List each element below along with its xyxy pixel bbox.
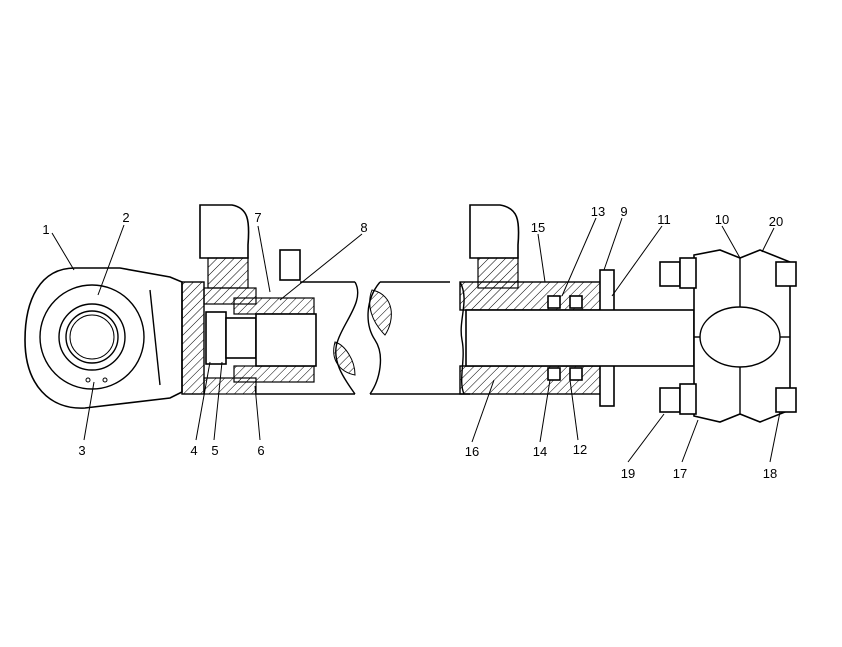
callout-20: 20 — [769, 214, 783, 229]
callout-4: 4 — [190, 443, 197, 458]
barrel-left — [256, 281, 359, 395]
callout-13: 13 — [591, 204, 605, 219]
rod-clamp — [659, 249, 797, 423]
cylinder-head — [181, 204, 317, 395]
callout-14: 14 — [533, 444, 547, 459]
callout-12: 12 — [573, 442, 587, 457]
leader-lines — [51, 217, 781, 463]
callout-17: 17 — [673, 466, 687, 481]
callout-19: 19 — [621, 466, 635, 481]
callout-3: 3 — [78, 443, 85, 458]
rod-eye — [24, 267, 183, 409]
callout-8: 8 — [360, 220, 367, 235]
callout-2: 2 — [122, 210, 129, 225]
piston-rod — [465, 309, 695, 367]
callout-5: 5 — [211, 443, 218, 458]
callout-11: 11 — [657, 212, 671, 227]
cylinder-gland — [459, 204, 615, 407]
callout-6: 6 — [257, 443, 264, 458]
callout-10: 10 — [715, 212, 729, 227]
callout-9: 9 — [620, 204, 627, 219]
callout-18: 18 — [763, 466, 777, 481]
callout-16: 16 — [465, 444, 479, 459]
callout-1: 1 — [42, 222, 49, 237]
break-symbol — [367, 281, 470, 395]
callout-15: 15 — [531, 220, 545, 235]
callout-7: 7 — [254, 210, 261, 225]
callout-labels: 1 2 3 4 5 6 7 8 9 10 11 12 13 14 15 16 1… — [42, 204, 783, 481]
